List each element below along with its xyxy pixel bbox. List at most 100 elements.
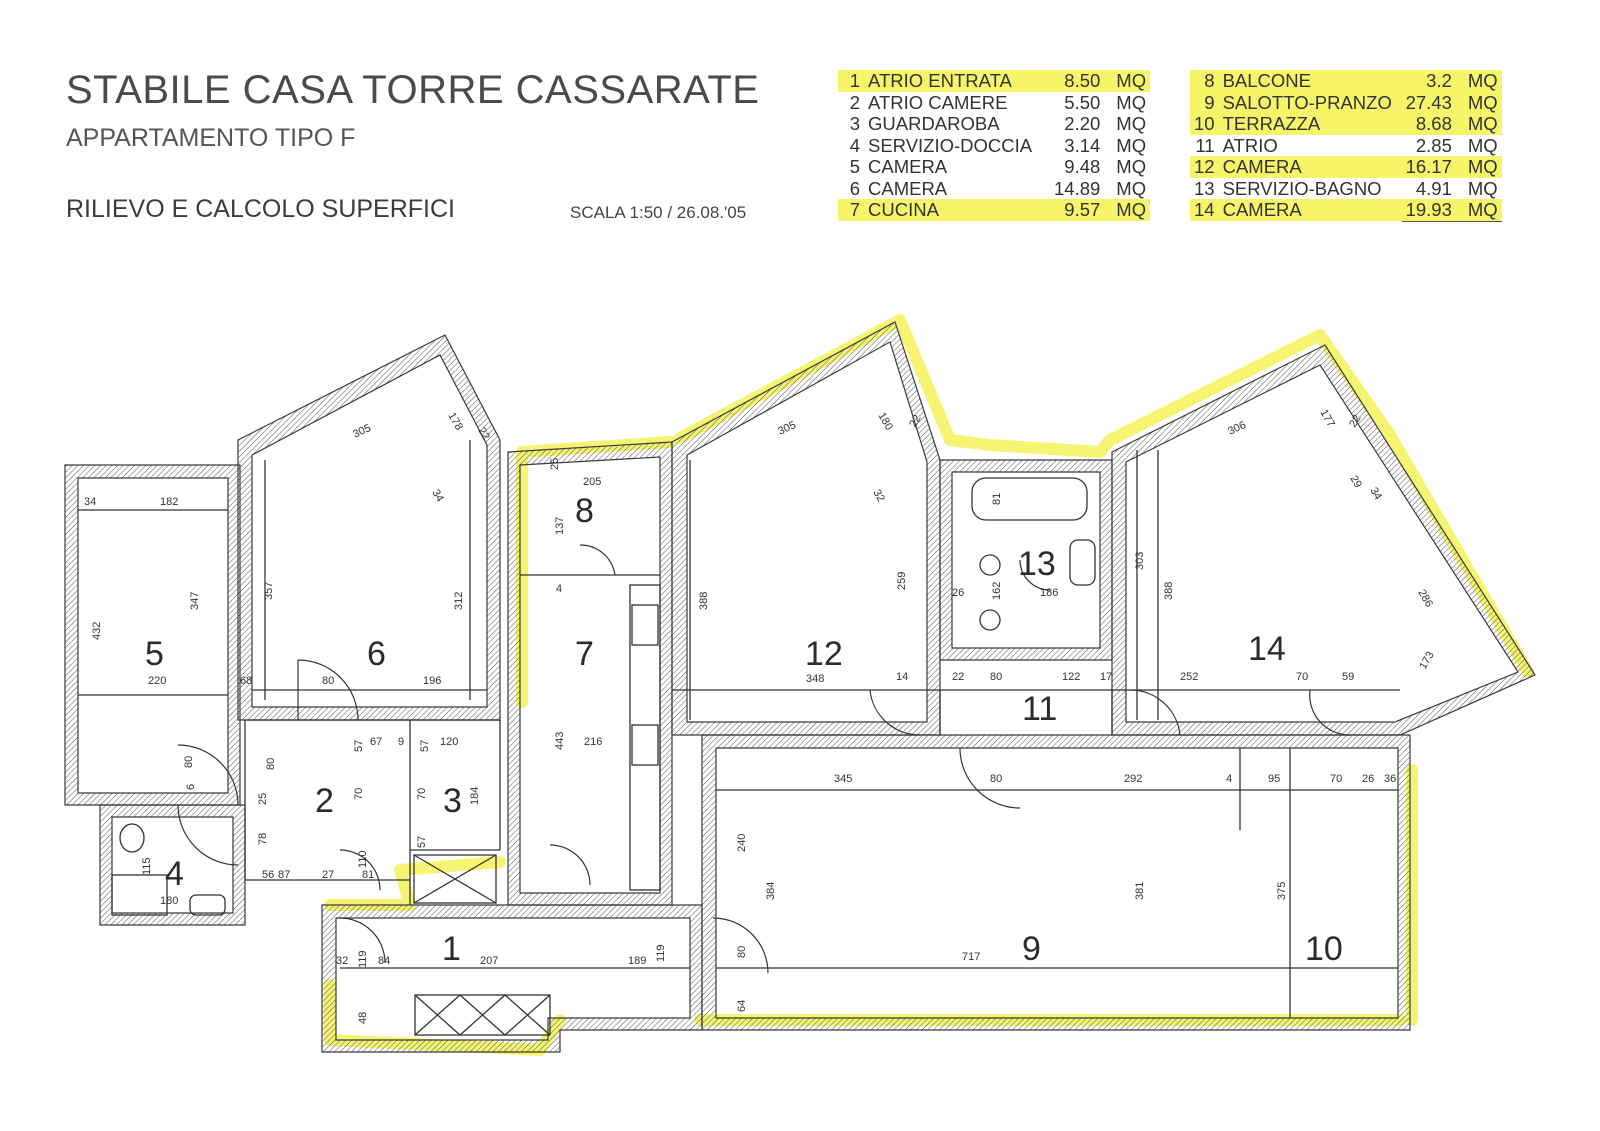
dim-label: 80 (265, 758, 277, 770)
dim-label: 22 (475, 426, 492, 443)
dim-label: 432 (91, 622, 103, 640)
dim-label: 252 (1180, 671, 1198, 683)
dim-label: 80 (736, 946, 748, 958)
dim-label: 34 (84, 496, 96, 508)
dim-label: 68 (240, 675, 252, 687)
room-9-label: 9 (1022, 930, 1041, 968)
dim-label: 182 (160, 496, 178, 508)
survey-label: RILIEVO E CALCOLO SUPERFICI (66, 195, 455, 223)
door-swings (177, 544, 1351, 974)
dim-label: 286 (1415, 588, 1435, 610)
dim-label: 17 (1100, 671, 1112, 683)
dim-label: 87 (278, 869, 290, 881)
dim-label: 80 (322, 675, 334, 687)
room-4-label: 4 (165, 855, 184, 893)
dim-label: 189 (628, 955, 646, 967)
room-3-label: 3 (443, 782, 462, 820)
dim-label: 207 (480, 955, 498, 967)
dim-label: 70 (1296, 671, 1308, 683)
dim-label: 220 (148, 675, 166, 687)
dim-label: 81 (362, 869, 374, 881)
dim-label: 115 (141, 857, 153, 875)
dim-label: 347 (189, 592, 201, 610)
dim-label: 292 (1124, 773, 1142, 785)
dim-label: 26 (1362, 773, 1374, 785)
dim-label: 388 (698, 592, 710, 610)
dim-label: 29 (1347, 474, 1364, 491)
dim-label: 9 (398, 736, 404, 748)
room-10-label: 10 (1305, 930, 1343, 968)
walls (64, 321, 1536, 1053)
dim-label: 357 (263, 582, 275, 600)
dim-label: 177 (1317, 408, 1337, 430)
dim-label: 119 (357, 950, 369, 968)
dim-label: 717 (962, 951, 980, 963)
dim-label: 57 (353, 740, 365, 752)
dim-label: 186 (1040, 587, 1058, 599)
room-5-label: 5 (145, 635, 164, 673)
dim-label: 22 (1347, 413, 1364, 430)
dim-label: 80 (990, 671, 1002, 683)
dim-label: 70 (416, 788, 428, 800)
room-7-label: 7 (575, 635, 594, 673)
dim-label: 196 (423, 675, 441, 687)
dim-label: 303 (1134, 552, 1146, 570)
room-8-label: 8 (575, 492, 594, 530)
dim-label: 240 (736, 834, 748, 852)
plan-subtitle: APPARTAMENTO TIPO F (66, 124, 356, 152)
dim-label: 59 (1342, 671, 1354, 683)
dim-label: 64 (736, 1000, 748, 1012)
dim-label: 14 (896, 671, 908, 683)
dim-label: 375 (1276, 882, 1288, 900)
dim-label: 162 (991, 582, 1003, 600)
room-6-label: 6 (367, 635, 386, 673)
dim-label: 27 (322, 869, 334, 881)
dim-label: 178 (445, 411, 465, 433)
dim-label: 4 (1226, 773, 1232, 785)
dim-label: 216 (584, 736, 602, 748)
dim-label: 6 (185, 784, 197, 790)
dim-label: 312 (453, 592, 465, 610)
dim-label: 22 (907, 413, 924, 430)
dimension-labels: 34 182 432 347 220 305 178 22 34 357 312… (84, 408, 1437, 1025)
dim-label: 348 (806, 673, 824, 685)
dim-label: 70 (353, 788, 365, 800)
dim-label: 305 (776, 419, 798, 438)
dim-label: 95 (1268, 773, 1280, 785)
dim-label: 259 (896, 572, 908, 590)
dim-label: 184 (469, 787, 481, 805)
dim-label: 57 (416, 836, 428, 848)
dim-label: 137 (554, 517, 566, 535)
room-14-label: 14 (1248, 630, 1286, 668)
dim-label: 22 (952, 671, 964, 683)
dim-label: 381 (1134, 882, 1146, 900)
dim-label: 122 (1062, 671, 1080, 683)
dim-label: 345 (834, 773, 852, 785)
dim-label: 180 (160, 895, 178, 907)
dim-label: 25 (257, 793, 269, 805)
dim-label: 388 (1163, 582, 1175, 600)
dim-label: 120 (440, 736, 458, 748)
dim-label: 180 (875, 411, 895, 433)
room-2-label: 2 (315, 782, 334, 820)
dim-label: 306 (1226, 419, 1248, 438)
dim-label: 4 (556, 583, 562, 595)
dim-label: 34 (429, 488, 446, 505)
dim-label: 173 (1417, 650, 1437, 672)
dim-label: 81 (991, 493, 1003, 505)
dim-label: 110 (357, 850, 369, 868)
